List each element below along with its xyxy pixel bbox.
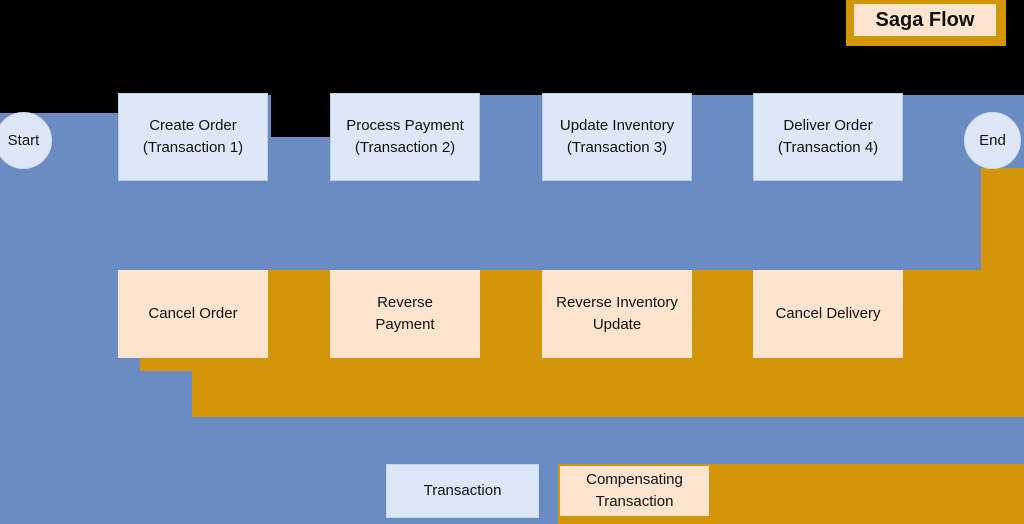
compensation-node-4: Cancel Delivery [753, 270, 903, 358]
compensation-node-2: Reverse Payment [330, 270, 480, 358]
transaction-node-1-name: Create Order [149, 116, 237, 134]
legend-item-compensating: Compensating Transaction [558, 464, 711, 518]
transaction-node-1-subtitle: (Transaction 1) [142, 139, 244, 156]
start-node-label: Start [7, 132, 40, 149]
compensation-node-3: Reverse Inventory Update [542, 270, 692, 358]
end-node-label: End [979, 132, 1006, 149]
diagram-title: Saga Flow [852, 2, 998, 38]
transaction-node-3-subtitle: (Transaction 3) [566, 139, 668, 156]
transaction-node-4-name: Deliver Order [783, 116, 873, 134]
transaction-node-2: Process Payment (Transaction 2) [330, 93, 480, 181]
transaction-node-2-subtitle: (Transaction 2) [354, 139, 456, 156]
end-node: End [964, 112, 1021, 169]
transaction-node-3: Update Inventory (Transaction 3) [542, 93, 692, 181]
compensation-node-2-line2: Payment [375, 316, 435, 333]
compensation-node-4-line1: Cancel Delivery [775, 304, 881, 322]
background-gap [271, 88, 331, 138]
transaction-node-3-name: Update Inventory [559, 116, 675, 134]
transaction-node-4-subtitle: (Transaction 4) [777, 139, 879, 156]
legend-item-compensating-line2: Transaction [595, 493, 674, 510]
connector-notch [268, 137, 330, 177]
compensation-node-3-line1: Reverse Inventory [556, 293, 678, 311]
compensation-node-2-line1: Reverse [377, 293, 433, 311]
start-node: Start [0, 112, 52, 169]
legend-item-compensating-line1: Compensating [586, 471, 683, 489]
transaction-node-1: Create Order (Transaction 1) [118, 93, 268, 181]
compensation-path-descend [981, 168, 1024, 273]
compensation-node-1-line1: Cancel Order [148, 304, 238, 322]
compensation-node-3-line2: Update [592, 316, 642, 333]
legend-item-transaction: Transaction [386, 464, 539, 518]
transaction-node-2-name: Process Payment [346, 116, 464, 134]
compensation-path-return [192, 355, 1024, 417]
transaction-node-4: Deliver Order (Transaction 4) [753, 93, 903, 181]
legend-item-transaction-line1: Transaction [423, 482, 502, 500]
compensation-node-1: Cancel Order [118, 270, 268, 358]
